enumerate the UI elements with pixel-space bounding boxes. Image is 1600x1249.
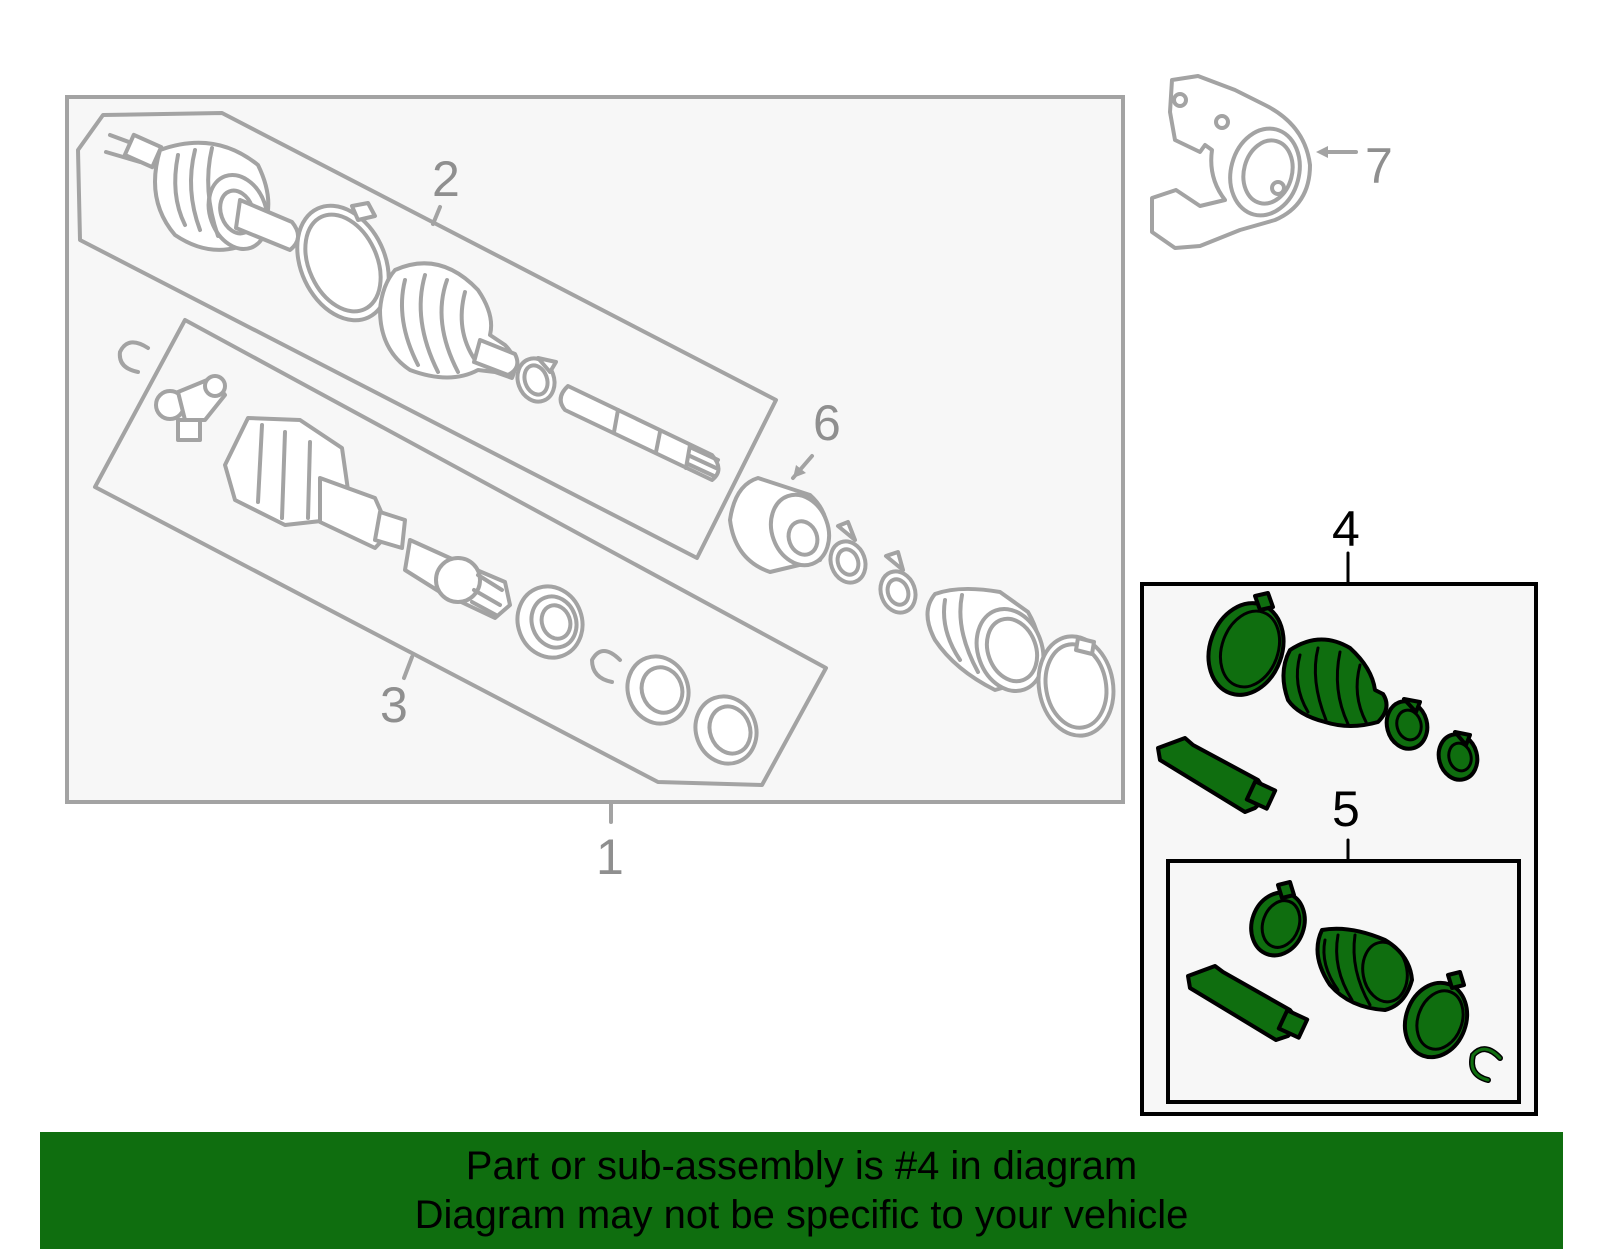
- bracket-part-7: [1150, 74, 1312, 250]
- callout-7: 7: [1365, 138, 1393, 194]
- leader-lines: [402, 146, 1358, 824]
- kit-5-boot: [1315, 926, 1414, 1012]
- bearing-part: [515, 584, 585, 660]
- info-banner: Part or sub-assembly is #4 in diagram Di…: [40, 1132, 1563, 1249]
- outer-boot-clamp-part: [295, 201, 391, 323]
- kit-4-clamp-a: [1384, 697, 1430, 751]
- banner-line-2: Diagram may not be specific to your vehi…: [414, 1193, 1189, 1237]
- axle-shaft-part: [558, 384, 721, 482]
- clamp-small-part-a: [515, 356, 558, 404]
- outer-boot-part: [378, 261, 520, 380]
- damper-part-6: [728, 476, 832, 574]
- clamp-small-part-b: [828, 520, 868, 585]
- banner-line-1: Part or sub-assembly is #4 in diagram: [465, 1144, 1138, 1188]
- clamp-small-part-c: [878, 550, 918, 615]
- kit-4-clamp-b: [1436, 730, 1480, 782]
- outer-cv-joint-part: [104, 132, 300, 252]
- kit-4-boot: [1281, 637, 1389, 728]
- kit-5-circlip: [1469, 1046, 1503, 1083]
- kit-4-grease-tube: [1156, 736, 1278, 814]
- kit-5-clamp-large: [1249, 880, 1307, 958]
- dust-seal-part: [693, 694, 759, 766]
- circlip-part-b: [590, 649, 622, 684]
- callout-5: 5: [1332, 781, 1360, 837]
- callout-6: 6: [813, 395, 841, 451]
- callout-4: 4: [1332, 501, 1360, 557]
- inner-cv-housing-part: [223, 416, 407, 550]
- inner-boot-part: [925, 586, 1046, 693]
- large-clamp-part: [1036, 634, 1116, 738]
- kit-5-grease-tube: [1186, 964, 1310, 1042]
- tripod-spider-part: [154, 374, 227, 442]
- circlip-part-a: [117, 340, 150, 374]
- callout-1: 1: [596, 829, 624, 885]
- inner-shaft-part: [403, 538, 512, 620]
- kit-4-boot-clamp: [1206, 591, 1286, 697]
- callout-3: 3: [380, 677, 408, 733]
- callout-2: 2: [432, 151, 460, 207]
- seal-ring-part: [625, 654, 691, 726]
- kit-5-clamp-medium: [1402, 970, 1470, 1060]
